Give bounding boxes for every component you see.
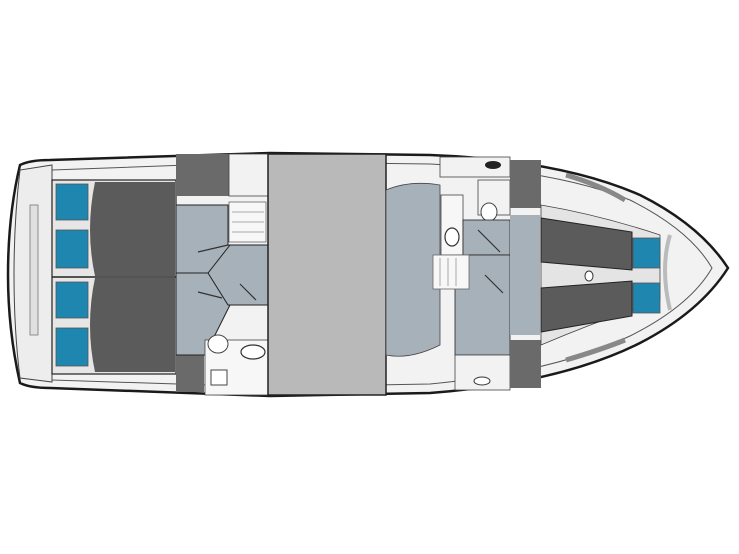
door-swing-icon: [477, 229, 501, 253]
door-swing-icon: [197, 244, 229, 253]
saloon-floor: [267, 153, 387, 396]
berth-mattress-bottom: [540, 280, 633, 333]
steps-icon: [176, 154, 229, 196]
pillow: [632, 282, 661, 314]
steps-icon: [432, 254, 470, 290]
aft-cabin: [51, 179, 177, 375]
steps-icon: [510, 160, 541, 208]
steps-icon: [510, 340, 541, 388]
sink-icon: [240, 344, 266, 360]
hatch-icon: [485, 161, 501, 169]
berth-mattress-bottom: [90, 278, 175, 372]
swim-platform: [13, 164, 53, 383]
forward-lobby: [385, 156, 540, 391]
pillow: [632, 237, 661, 269]
hatch-icon: [473, 376, 491, 386]
berth-mattress-top: [540, 217, 633, 271]
pillow: [55, 327, 89, 367]
door-swing-icon: [484, 274, 504, 294]
sink-icon: [444, 227, 460, 247]
forward-v-berth: [540, 172, 672, 363]
steps-icon: [176, 352, 204, 392]
pillow: [55, 281, 89, 319]
berth-mattress-top: [90, 182, 175, 276]
door-swing-icon: [197, 291, 223, 299]
pillow: [55, 183, 89, 221]
toilet-icon: [480, 202, 498, 222]
hull-inner-line: [51, 161, 713, 388]
aft-lobby: [175, 153, 269, 396]
toilet-icon: [207, 334, 229, 354]
pillow: [55, 229, 89, 269]
door-swing-icon: [239, 283, 257, 301]
